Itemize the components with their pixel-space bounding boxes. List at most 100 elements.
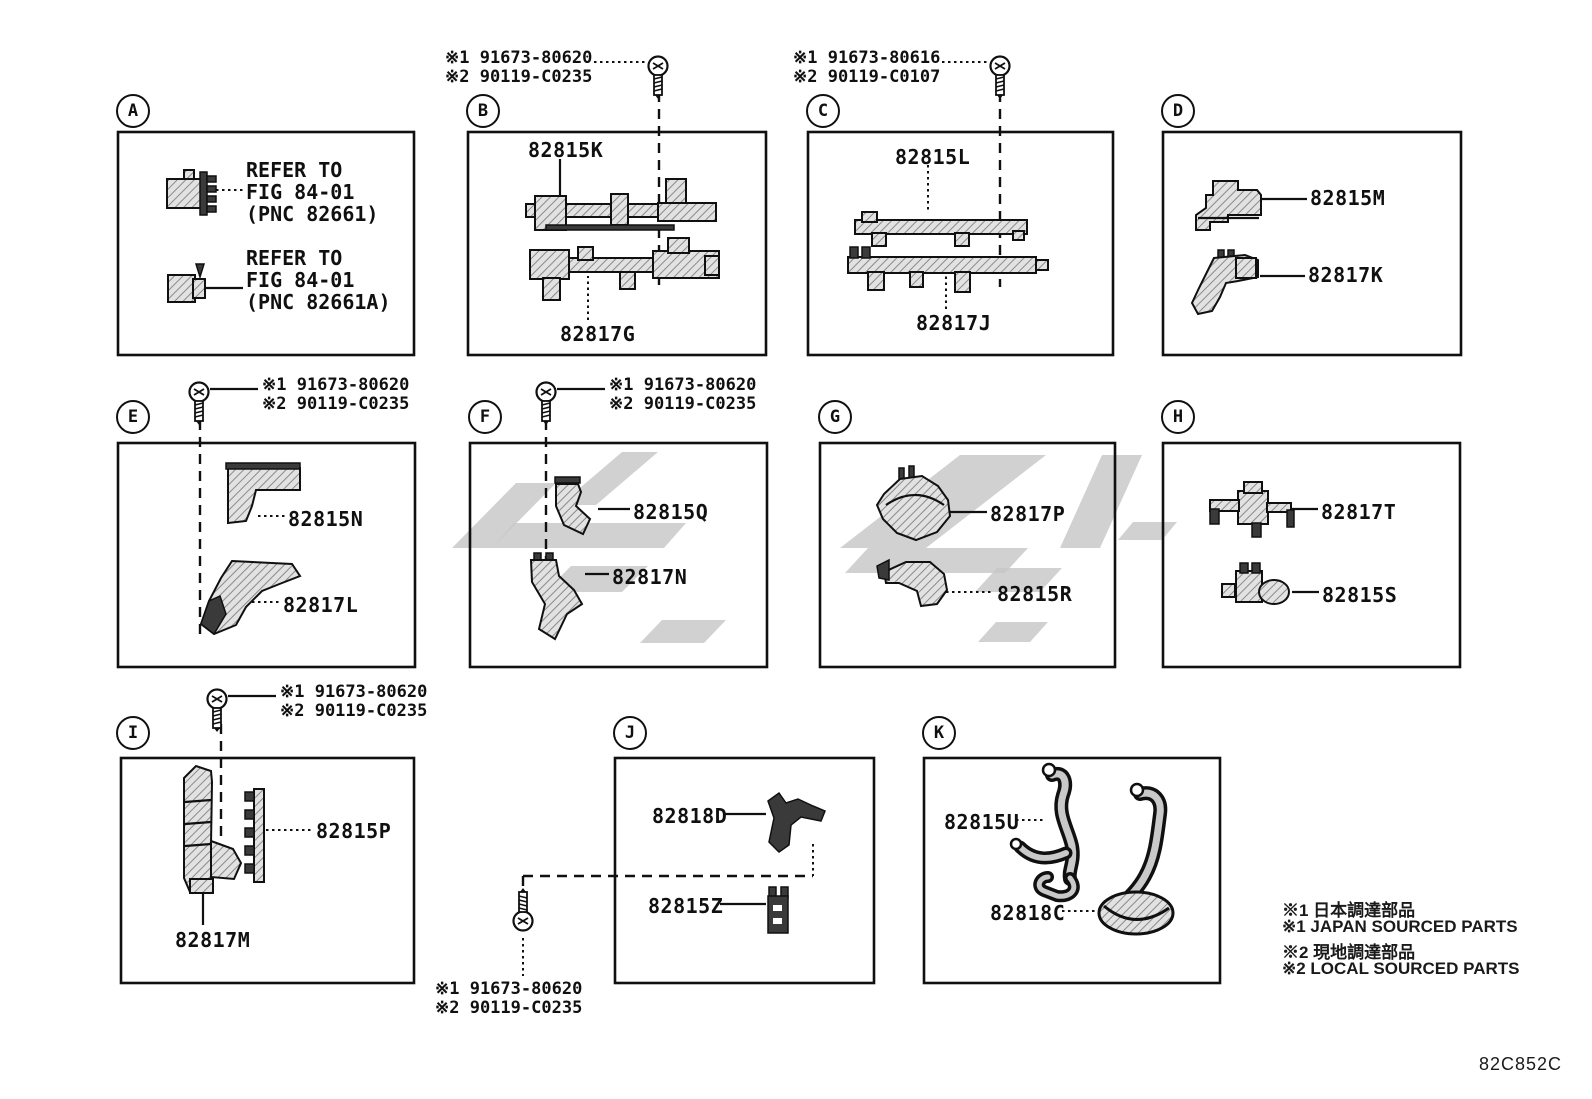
fastener-part-number: ※2 90119-C0235 bbox=[435, 998, 583, 1018]
legend-line-en2: ※2 LOCAL SOURCED PARTS bbox=[1282, 959, 1520, 978]
section-box-E bbox=[116, 441, 417, 669]
part-label-82815M: 82815M bbox=[1310, 186, 1386, 210]
part-drawing-82815R bbox=[876, 558, 949, 608]
fastener-part-number: ※1 91673-80620 bbox=[262, 375, 410, 395]
screw-icon bbox=[989, 55, 1011, 99]
part-label-82817T: 82817T bbox=[1321, 500, 1397, 524]
refer-note-line: REFER TO bbox=[246, 158, 343, 182]
part-drawing-note-A2 bbox=[167, 263, 206, 303]
refer-note-line: REFER TO bbox=[246, 246, 343, 270]
part-drawing-82815Z bbox=[767, 886, 789, 934]
watermark-shape bbox=[975, 568, 1062, 592]
fastener-part-number: ※1 91673-80620 bbox=[609, 375, 757, 395]
section-box-D bbox=[1161, 130, 1463, 357]
section-box-G bbox=[818, 441, 1117, 669]
part-label-82818D: 82818D bbox=[652, 804, 728, 828]
part-drawing-82815L bbox=[854, 211, 1028, 247]
part-label-82818C: 82818C bbox=[990, 901, 1066, 925]
section-letter-A: A bbox=[116, 94, 150, 128]
legend-line-en1: ※1 JAPAN SOURCED PARTS bbox=[1282, 917, 1518, 936]
part-drawing-82815M bbox=[1195, 180, 1262, 231]
part-label-82815S: 82815S bbox=[1322, 583, 1398, 607]
refer-note-line: FIG 84-01 bbox=[246, 268, 355, 292]
watermark-shape bbox=[1060, 455, 1142, 548]
part-drawing-82815N bbox=[225, 462, 301, 525]
part-drawing-note-A1 bbox=[166, 169, 217, 216]
section-letter-C: C bbox=[806, 94, 840, 128]
watermark-shape bbox=[978, 622, 1048, 642]
section-box-A bbox=[116, 130, 416, 357]
figure-code: 82C852C bbox=[1479, 1054, 1563, 1074]
refer-note-line: (PNC 82661) bbox=[246, 202, 379, 226]
section-box-B bbox=[466, 130, 768, 357]
fastener-part-number: ※2 90119-C0235 bbox=[262, 394, 410, 414]
part-drawing-82815Q bbox=[554, 476, 592, 536]
watermark-shape bbox=[560, 452, 658, 505]
part-label-82817P: 82817P bbox=[990, 502, 1066, 526]
part-drawing-82817T bbox=[1209, 481, 1295, 538]
section-box-I bbox=[119, 756, 416, 985]
watermark-shape bbox=[492, 523, 686, 548]
part-label-82815U: 82815U bbox=[944, 810, 1020, 834]
section-box-J bbox=[613, 756, 876, 985]
legend-line-jp1: ※1 日本調達部品 bbox=[1282, 901, 1416, 920]
part-drawing-82815U bbox=[1009, 762, 1080, 903]
part-label-82817L: 82817L bbox=[283, 593, 359, 617]
screw-icon bbox=[535, 381, 557, 425]
watermark-shape bbox=[452, 483, 556, 548]
fastener-part-number: ※1 91673-80620 bbox=[280, 682, 428, 702]
section-box-K bbox=[922, 756, 1222, 985]
part-drawing-82817L bbox=[199, 559, 302, 636]
part-drawing-82817J bbox=[847, 246, 1049, 293]
part-label-82815R: 82815R bbox=[997, 582, 1073, 606]
legend-line-jp2: ※2 現地調達部品 bbox=[1282, 943, 1416, 962]
part-label-82815K: 82815K bbox=[528, 138, 604, 162]
part-label-82815L: 82815L bbox=[895, 145, 971, 169]
fastener-part-number: ※2 90119-C0235 bbox=[280, 701, 428, 721]
section-letter-B: B bbox=[466, 94, 500, 128]
fastener-part-number: ※1 91673-80620 bbox=[435, 979, 583, 999]
part-label-82815P: 82815P bbox=[316, 819, 392, 843]
part-drawing-82817G bbox=[529, 237, 720, 301]
part-label-82817J: 82817J bbox=[916, 311, 992, 335]
section-letter-F: F bbox=[468, 400, 502, 434]
section-letter-E: E bbox=[116, 400, 150, 434]
part-drawing-82818C bbox=[1097, 782, 1175, 936]
section-letter-K: K bbox=[922, 716, 956, 750]
part-drawing-82815P bbox=[244, 788, 265, 883]
watermark-shape bbox=[845, 548, 1028, 573]
part-label-82817M: 82817M bbox=[175, 928, 251, 952]
part-label-82817G: 82817G bbox=[560, 322, 636, 346]
part-label-82815Q: 82815Q bbox=[633, 500, 709, 524]
screw-icon bbox=[512, 888, 534, 932]
part-label-82815N: 82815N bbox=[288, 507, 364, 531]
screw-icon bbox=[188, 381, 210, 425]
fastener-part-number: ※2 90119-C0235 bbox=[445, 67, 593, 87]
part-label-82817K: 82817K bbox=[1308, 263, 1384, 287]
refer-note-line: FIG 84-01 bbox=[246, 180, 355, 204]
part-drawing-82815S bbox=[1221, 562, 1290, 605]
section-letter-D: D bbox=[1161, 94, 1195, 128]
section-letter-H: H bbox=[1161, 400, 1195, 434]
fastener-part-number: ※2 90119-C0107 bbox=[793, 67, 941, 87]
fastener-part-number: ※1 91673-80620 bbox=[445, 48, 593, 68]
part-drawing-82815K bbox=[525, 178, 717, 231]
section-letter-G: G bbox=[818, 400, 852, 434]
fastener-part-number: ※1 91673-80616 bbox=[793, 48, 941, 68]
part-drawing-82818D bbox=[767, 791, 826, 853]
part-label-82817N: 82817N bbox=[612, 565, 688, 589]
screw-icon bbox=[647, 55, 669, 99]
watermark-shape bbox=[640, 620, 726, 643]
part-drawing-82817M bbox=[183, 764, 243, 894]
section-box-H bbox=[1161, 441, 1462, 669]
section-letter-J: J bbox=[613, 716, 647, 750]
section-letter-I: I bbox=[116, 716, 150, 750]
fastener-part-number: ※2 90119-C0235 bbox=[609, 394, 757, 414]
part-drawing-82817N bbox=[529, 552, 584, 641]
screw-icon bbox=[206, 688, 228, 732]
part-drawing-82817P bbox=[875, 465, 952, 542]
watermark-shape bbox=[545, 566, 648, 592]
part-drawing-82817K bbox=[1190, 249, 1259, 316]
section-box-C bbox=[806, 130, 1115, 357]
